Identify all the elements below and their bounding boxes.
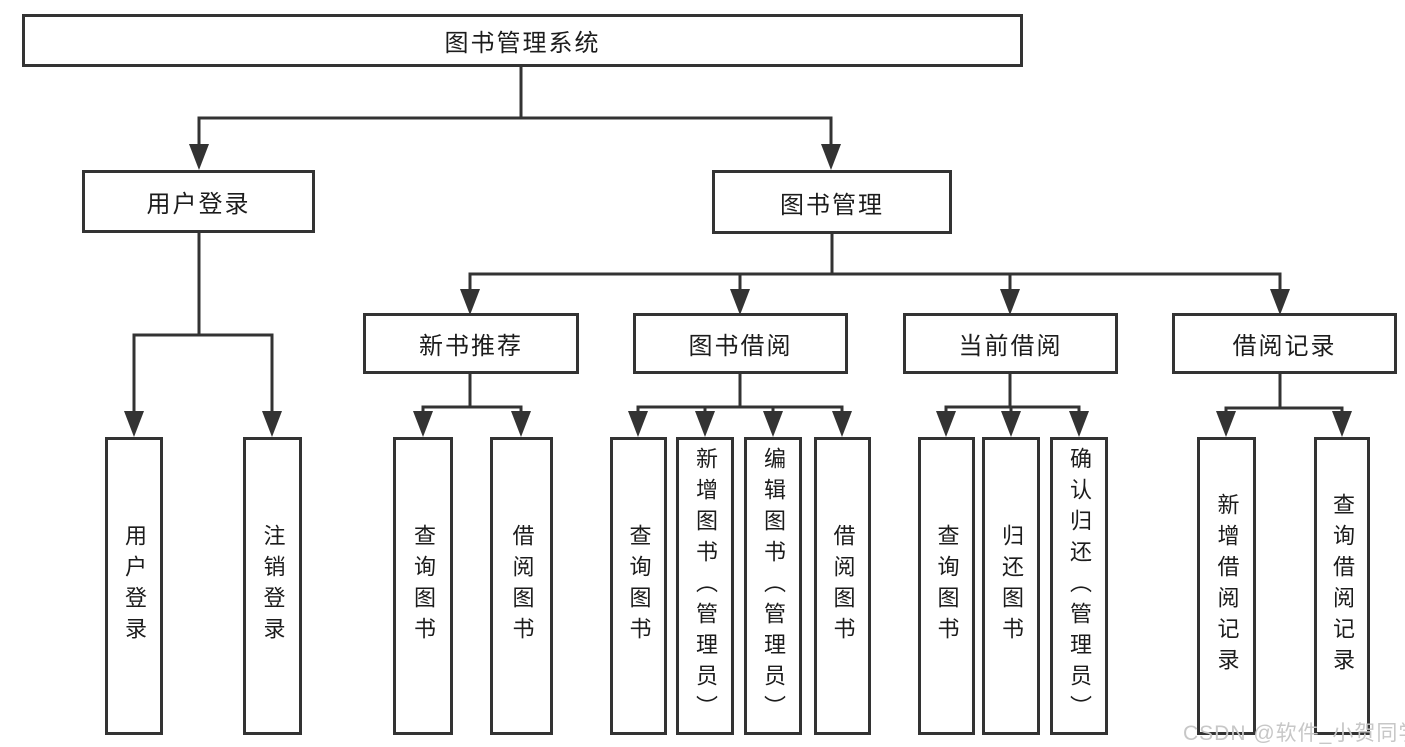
leaf-label: 查询图书	[411, 524, 436, 648]
node-new-book-recommendation: 新书推荐	[363, 313, 579, 374]
node-label: 用户登录	[146, 191, 251, 218]
leaf-label: 查询图书	[626, 524, 652, 648]
node-label: 图书管理系统	[444, 30, 601, 57]
leaf-label: 借阅图书	[830, 524, 856, 648]
leaf-label: 新增图书（管理员）	[693, 446, 718, 726]
leaf-label: 归还图书	[999, 524, 1024, 648]
leaf-query-borrow-record: 查询借阅记录	[1314, 437, 1370, 735]
leaf-label: 注销登录	[260, 524, 286, 648]
leaf-borrow-books-recommend: 借阅图书	[490, 437, 553, 735]
leaf-label: 新增借阅记录	[1214, 493, 1240, 679]
leaf-label: 借阅图书	[509, 524, 535, 648]
leaf-return-books: 归还图书	[982, 437, 1040, 735]
node-current-borrowing: 当前借阅	[903, 313, 1118, 374]
leaf-query-books-borrow: 查询图书	[610, 437, 667, 735]
node-library-management-system: 图书管理系统	[22, 14, 1023, 67]
node-label: 图书管理	[780, 191, 884, 219]
leaf-label: 确认归还（管理员）	[1067, 446, 1092, 726]
node-borrowing-records: 借阅记录	[1172, 313, 1397, 374]
node-book-management: 图书管理	[712, 170, 952, 234]
node-label: 借阅记录	[1232, 333, 1337, 360]
leaf-label: 用户登录	[122, 524, 147, 648]
node-label: 新书推荐	[419, 333, 523, 360]
leaf-user-login: 用户登录	[105, 437, 163, 735]
node-book-borrowing: 图书借阅	[633, 313, 848, 374]
node-label: 当前借阅	[958, 333, 1063, 360]
node-label: 图书借阅	[688, 333, 793, 360]
leaf-edit-books-admin: 编辑图书（管理员）	[744, 437, 802, 735]
leaf-label: 编辑图书（管理员）	[761, 446, 786, 726]
leaf-query-books-current: 查询图书	[918, 437, 975, 735]
leaf-query-books-recommend: 查询图书	[393, 437, 453, 735]
leaf-add-borrow-record: 新增借阅记录	[1197, 437, 1256, 735]
leaf-confirm-return-admin: 确认归还（管理员）	[1050, 437, 1108, 735]
leaf-borrow-books: 借阅图书	[814, 437, 871, 735]
leaf-logout: 注销登录	[243, 437, 302, 735]
leaf-label: 查询图书	[934, 524, 960, 648]
leaf-label: 查询借阅记录	[1330, 493, 1355, 679]
csdn-watermark: CSDN @软件_小贺同学	[1183, 722, 1405, 745]
leaf-add-books-admin: 新增图书（管理员）	[676, 437, 734, 735]
node-user-login: 用户登录	[82, 170, 315, 233]
